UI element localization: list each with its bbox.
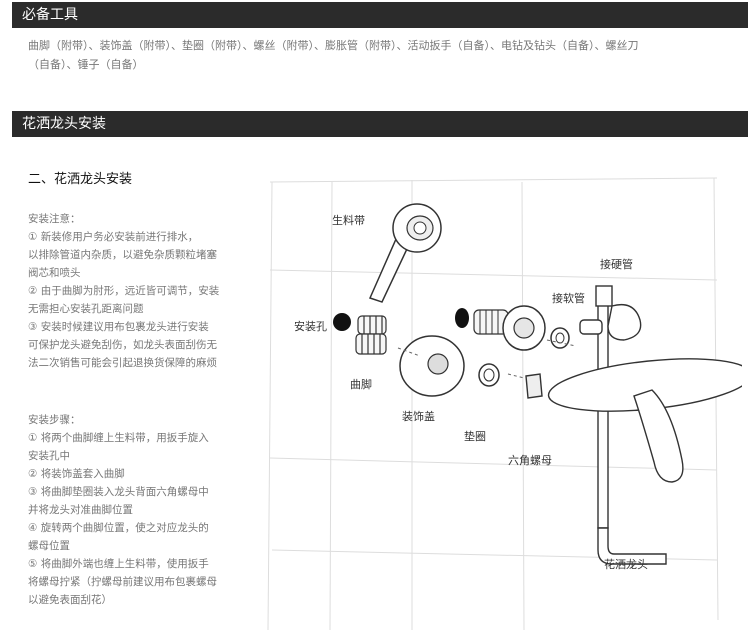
label-mounting-hole: 安装孔 [294,319,327,333]
steps-line: ⑤ 将曲脚外端也缠上生料带，使用扳手 [28,555,248,573]
notes-line: ① 新装修用户务必安装前进行排水， [28,228,248,246]
eccentric-leg-icon [356,316,386,354]
label-eccentric-leg: 曲脚 [350,377,372,391]
installation-diagram: 生料带 安装孔 曲脚 装饰盖 垫圈 六角螺母 接硬管 接软管 花洒龙头 [262,170,742,638]
tools-list: 曲脚（附带）、装饰盖（附带）、垫圈（附带）、螺丝（附带）、膨胀管（附带）、活动扳… [28,36,728,74]
tape-roll-icon [370,204,441,302]
steps-line: ① 将两个曲脚缠上生料带，用扳手旋入 [28,429,248,447]
notes-line: ③ 安装时候建议用布包裹龙头进行安装 [28,318,248,336]
washer-icon [479,364,499,386]
steps-line: 螺母位置 [28,537,248,555]
section-header-tools: 必备工具 [12,2,748,28]
label-tape: 生料带 [332,213,365,227]
notes-line: 以排除管道内杂质，以避免杂质颗粒堵塞 [28,246,248,264]
label-hard-pipe: 接硬管 [600,257,633,271]
steps-line: ④ 旋转两个曲脚位置，使之对应龙头的 [28,519,248,537]
decorative-cover-icon [400,336,464,396]
tools-line: （自备）、锤子（自备） [28,55,728,74]
label-decorative-cover: 装饰盖 [402,409,435,423]
section-title: 必备工具 [22,7,78,23]
mounting-hole-icon [455,308,469,328]
label-hex-nut: 六角螺母 [508,454,552,467]
install-steps: 安装步骤： ① 将两个曲脚缠上生料带，用扳手旋入 安装孔中 ② 将装饰盖套入曲脚… [28,411,248,609]
label-soft-pipe: 接软管 [552,291,585,305]
steps-heading: 安装步骤： [28,411,248,429]
steps-line: 安装孔中 [28,447,248,465]
section-header-install: 花洒龙头安装 [12,111,748,137]
steps-line: 将螺母拧紧（拧螺母前建议用布包裹螺母 [28,573,248,591]
notes-line: 无需担心安装孔距离问题 [28,300,248,318]
notes-line: 阀芯和喷头 [28,264,248,282]
washer-icon [551,328,569,348]
mounting-hole-icon [333,313,351,331]
install-notes: 安装注意： ① 新装修用户务必安装前进行排水， 以排除管道内杂质，以避免杂质颗粒… [28,210,248,372]
steps-line: 并将龙头对准曲脚位置 [28,501,248,519]
label-washer: 垫圈 [464,429,486,443]
tools-line: 曲脚（附带）、装饰盖（附带）、垫圈（附带）、螺丝（附带）、膨胀管（附带）、活动扳… [28,36,728,55]
eccentric-leg-icon [474,306,545,350]
notes-line: 法二次销售可能会引起退换货保障的麻烦 [28,354,248,372]
notes-heading: 安装注意： [28,210,248,228]
notes-line: 可保护龙头避免刮伤，如龙头表面刮伤无 [28,336,248,354]
notes-line: ② 由于曲脚为肘形，远近皆可调节，安装 [28,282,248,300]
steps-line: 以避免表面刮花） [28,591,248,609]
steps-line: ③ 将曲脚垫圈装入龙头背面六角螺母中 [28,483,248,501]
label-shower-faucet: 花洒龙头 [604,558,648,571]
steps-line: ② 将装饰盖套入曲脚 [28,465,248,483]
section-title: 花洒龙头安装 [22,116,106,132]
install-subtitle: 二、花洒龙头安装 [28,168,132,187]
